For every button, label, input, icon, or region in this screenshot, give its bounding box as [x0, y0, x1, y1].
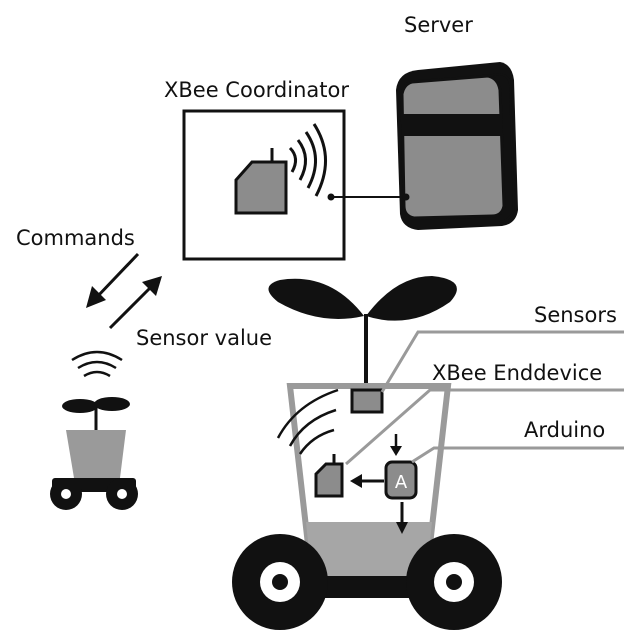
coordinator-server-link	[327, 193, 410, 201]
enddevice-label: XBee Enddevice	[432, 361, 602, 385]
sensor-to-arduino-arrow	[390, 434, 402, 456]
enddevice-leader-line	[345, 388, 624, 466]
xbee-coordinator-module-icon	[234, 148, 288, 215]
small-robot-signal-icon	[71, 350, 123, 378]
sensor-module-icon	[350, 388, 384, 414]
sensor-value-arrow	[108, 276, 162, 330]
leaf-right	[366, 276, 457, 321]
large-robot-icon: A	[232, 276, 502, 630]
server-icon	[396, 62, 518, 230]
arduino-chip-icon: A	[384, 460, 418, 500]
enddevice-signal-waves-icon	[276, 388, 339, 455]
small-robot-icon	[50, 350, 138, 510]
sensor-value-label: Sensor value	[136, 326, 272, 350]
arduino-to-motor-arrow	[396, 502, 408, 534]
coordinator-label: XBee Coordinator	[164, 78, 349, 102]
server-label: Server	[404, 13, 473, 37]
xbee-enddevice-module-icon	[314, 454, 344, 498]
commands-label: Commands	[16, 226, 135, 250]
sensors-leader-line	[380, 330, 624, 393]
sensors-label: Sensors	[534, 303, 617, 327]
pot-soil	[306, 522, 432, 580]
commands-arrow	[86, 252, 140, 308]
arduino-label: Arduino	[524, 418, 605, 442]
leaf-left	[268, 278, 364, 319]
arduino-chip-letter: A	[395, 472, 408, 493]
arduino-to-xbee-arrow	[350, 474, 384, 488]
wheel-left-icon	[232, 534, 328, 630]
coordinator-signal-waves-icon	[288, 123, 327, 197]
arduino-leader-line	[411, 446, 624, 464]
wheel-right-icon	[406, 534, 502, 630]
